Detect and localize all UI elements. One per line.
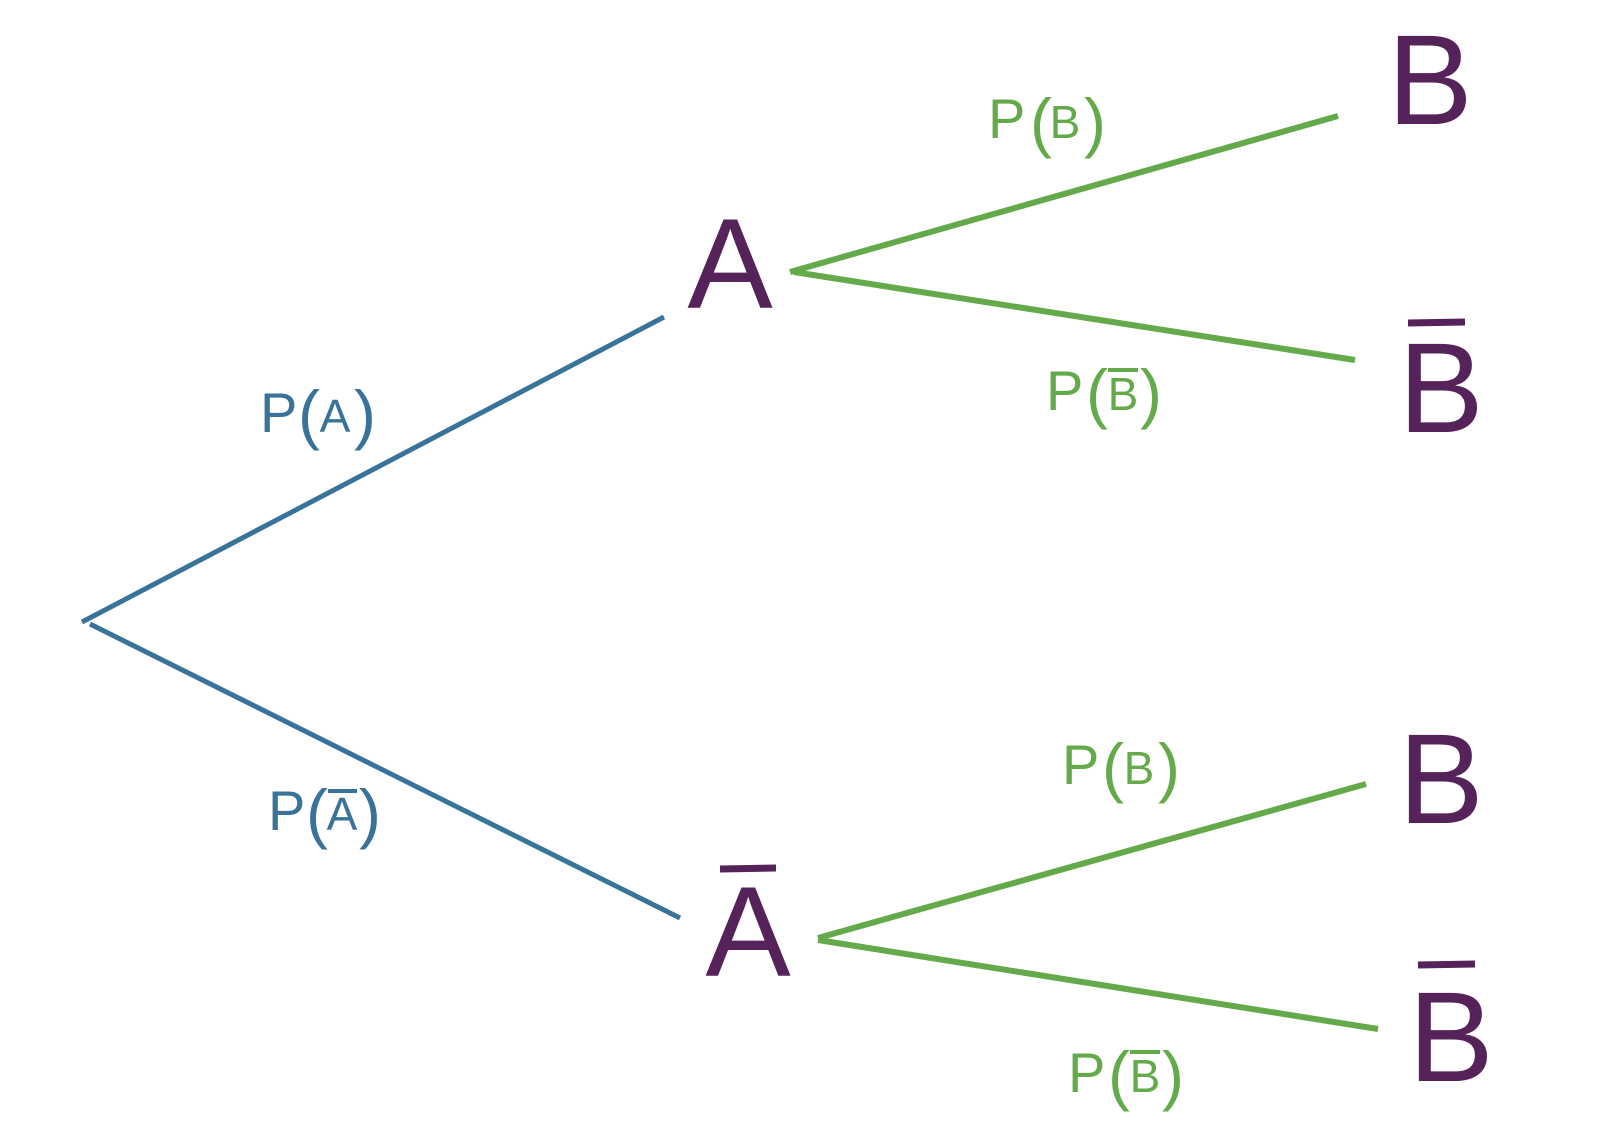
label-event: B <box>1124 742 1155 794</box>
node-a: A <box>687 193 773 336</box>
label-close-paren: ) <box>359 776 381 850</box>
branch-a-bar-to-b-bar <box>817 937 1379 1032</box>
branch-root-to-a-bar <box>88 621 682 921</box>
branch-a-bar-to-b <box>817 781 1367 941</box>
label-close-paren: ) <box>354 377 376 451</box>
edge-label-p-b-top: P ( B ) <box>988 85 1106 159</box>
label-event: B <box>1130 1050 1161 1102</box>
edge-label-p-b-bar-top: P ( B ) <box>1046 356 1162 430</box>
edge-label-p-b-bottom: P ( B ) <box>1062 730 1180 804</box>
node-b-bar-bottom: B <box>1408 960 1494 1109</box>
node-a-bar-letter: A <box>705 861 791 1004</box>
overbar <box>1417 960 1476 969</box>
label-prefix: P <box>988 87 1025 150</box>
node-b-bottom: B <box>1398 708 1483 851</box>
node-b-bar-top-letter: B <box>1398 317 1483 460</box>
label-open-paren: ( <box>1030 85 1052 159</box>
overbar <box>1407 318 1466 327</box>
label-prefix: P <box>260 381 297 444</box>
label-open-paren: ( <box>1102 730 1124 804</box>
label-event: B <box>1050 96 1081 148</box>
label-close-paren: ) <box>1162 1038 1184 1112</box>
label-open-paren: ( <box>1086 356 1108 430</box>
label-prefix: P <box>268 779 305 842</box>
node-a-bar: A <box>705 861 791 1004</box>
label-event: A <box>320 390 351 442</box>
label-close-paren: ) <box>1084 85 1106 159</box>
label-open-paren: ( <box>1108 1038 1130 1112</box>
label-prefix: P <box>1062 733 1099 796</box>
edge-label-p-b-bar-bottom: P ( B ) <box>1068 1038 1184 1112</box>
label-event: B <box>1108 368 1139 420</box>
label-close-paren: ) <box>1158 730 1180 804</box>
node-b-bar-bottom-letter: B <box>1408 966 1493 1109</box>
label-prefix: P <box>1068 1041 1105 1104</box>
branch-root-to-a <box>80 314 666 625</box>
edge-label-p-a-bar: P ( A ) <box>268 776 381 850</box>
overbar <box>719 864 777 873</box>
branch-a-to-b <box>789 113 1339 275</box>
node-b-bar-top: B <box>1398 317 1483 460</box>
label-event: A <box>327 788 358 840</box>
edge-label-p-a: P ( A ) <box>260 377 376 451</box>
label-open-paren: ( <box>298 377 320 451</box>
label-close-paren: ) <box>1140 356 1162 430</box>
label-prefix: P <box>1046 359 1083 422</box>
branch-a-to-b-bar <box>793 269 1356 363</box>
label-open-paren: ( <box>306 776 328 850</box>
node-b-top: B <box>1387 9 1472 152</box>
